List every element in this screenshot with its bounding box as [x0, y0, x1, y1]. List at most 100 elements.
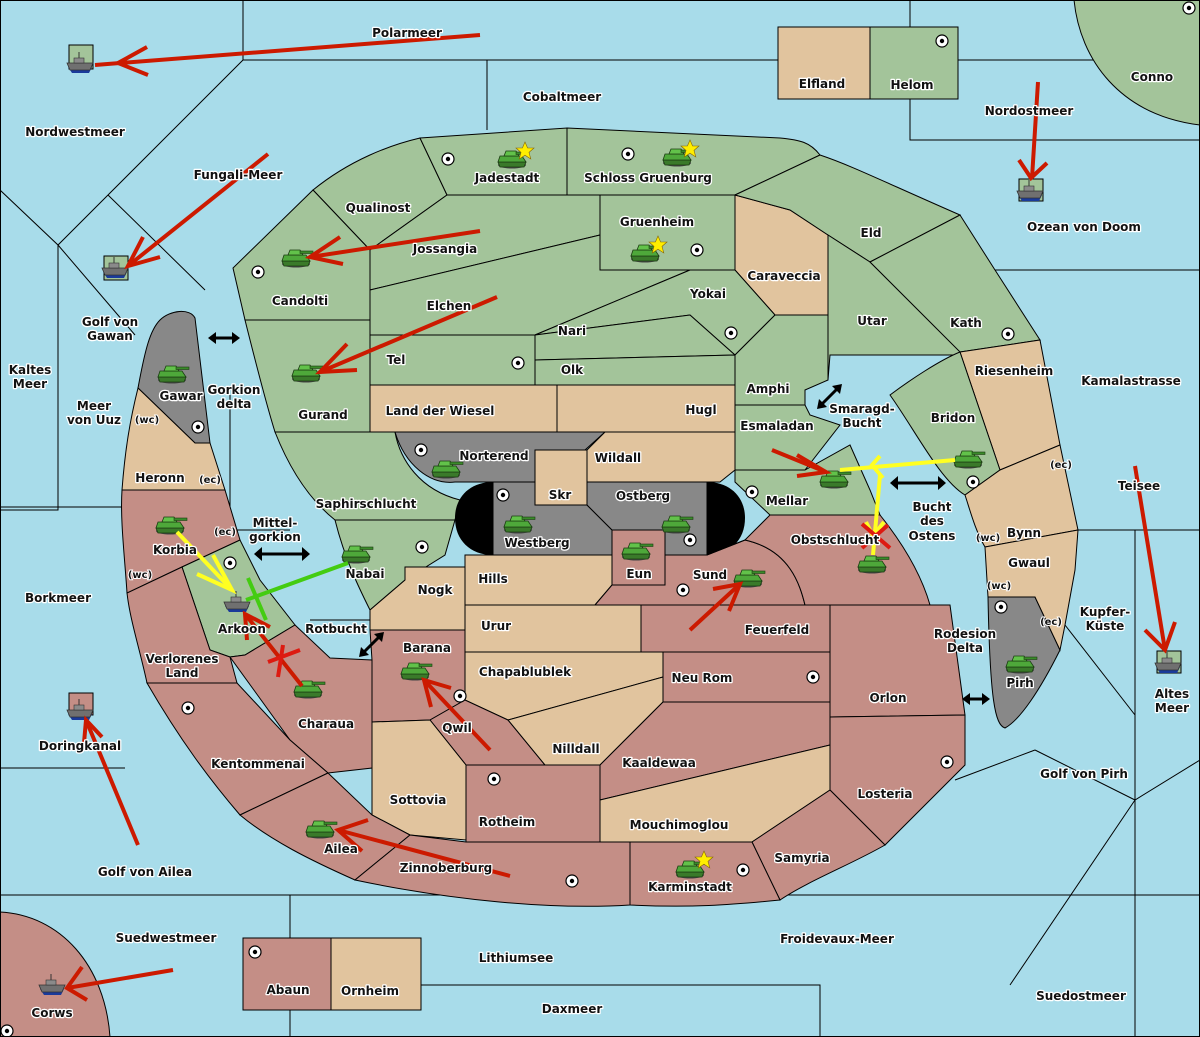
province-label: Nilldall: [552, 742, 599, 756]
units: [38, 44, 1182, 996]
province-label: Elfland: [799, 77, 845, 91]
province-label: Neu Rom: [672, 671, 733, 685]
fleet-unit[interactable]: [1016, 178, 1044, 202]
green-provinces: [232, 127, 1061, 496]
sea-label: des: [920, 514, 944, 528]
double-arrow-icon: [359, 632, 384, 657]
sea-label: Ostens: [909, 529, 956, 543]
coast-label: (wc): [135, 415, 159, 426]
province-label: Esmaladan: [740, 419, 813, 433]
province-label: Losteria: [857, 787, 912, 801]
failed-order-marker: [860, 522, 892, 550]
sea-label: Golf von: [82, 315, 138, 329]
province-label: Zinnoberburg: [400, 861, 492, 875]
sea-label: Gawan: [87, 329, 133, 343]
province-kath[interactable]: [869, 214, 1041, 353]
double-arrow-icon: [817, 384, 842, 409]
province-label: Corws: [31, 1006, 72, 1020]
supply-center-icon: [496, 488, 510, 502]
province-label: Westberg: [504, 536, 569, 550]
supply-center-icon: [191, 420, 205, 434]
province-verlorenes-land[interactable]: [126, 566, 238, 684]
supply-center-icon: [940, 755, 954, 769]
support-arrow: [839, 454, 956, 480]
province-karminstadt[interactable]: [629, 841, 781, 907]
province-label: Kath: [950, 316, 982, 330]
province-label: Gawar: [159, 389, 202, 403]
move-arrow: [1017, 81, 1049, 182]
sea-label: Kupfer-: [1080, 605, 1130, 619]
province-label: Land: [166, 666, 199, 680]
province-elfland[interactable]: [777, 26, 871, 100]
province-label: Nabai: [346, 567, 385, 581]
sea-label: Delta: [947, 641, 983, 655]
fleet-unit[interactable]: [66, 692, 94, 721]
province-label: Verlorenes: [146, 652, 219, 666]
province-heronn[interactable]: [121, 387, 226, 491]
coast-label: (wc): [128, 570, 152, 581]
supply-center-icon: [565, 874, 579, 888]
supply-center-icon: [487, 772, 501, 786]
province-label: Kentommenai: [211, 757, 305, 771]
province-label: Rotheim: [479, 815, 536, 829]
province-label: Obstschlucht: [791, 533, 880, 547]
sea-label: Nordostmeer: [985, 104, 1074, 118]
sea-label: Fungali-Meer: [194, 168, 283, 182]
province-ornheim[interactable]: [330, 937, 422, 1011]
supply-center-icon: [0, 1024, 14, 1037]
support-arrow: [175, 530, 237, 595]
province-label: Samyria: [774, 851, 829, 865]
sea-label: Kaltes: [9, 363, 52, 377]
province-label: Chapablublek: [479, 665, 572, 679]
order-arrows: [64, 33, 1177, 1002]
move-arrow: [94, 33, 481, 77]
province-skr[interactable]: [534, 449, 588, 506]
sea-label: Golf von Pirh: [1040, 767, 1128, 781]
supply-center-icon: [223, 556, 237, 570]
supply-center-icon: [415, 540, 429, 554]
coast-label: (ec): [1040, 617, 1062, 628]
sea-label: Polarmeer: [372, 26, 442, 40]
province-gwaul[interactable]: [984, 529, 1079, 652]
sea-label: Golf von Ailea: [98, 865, 192, 879]
province-rotheim[interactable]: [465, 764, 601, 843]
sea-label: Meer: [1155, 701, 1189, 715]
province-samyria[interactable]: [751, 789, 886, 901]
supply-center-icon: [181, 701, 195, 715]
province-corws[interactable]: [0, 911, 111, 1037]
province-label: Helom: [890, 78, 933, 92]
province-conno[interactable]: [1073, 0, 1200, 126]
supply-center-icon: [621, 147, 635, 161]
move-arrow: [1133, 465, 1177, 654]
fleet-unit[interactable]: [101, 255, 129, 281]
province-label: Urur: [481, 619, 511, 633]
province-label: Karminstadt: [648, 880, 732, 894]
move-arrow: [304, 229, 481, 266]
province-bynn[interactable]: [964, 444, 1079, 548]
supply-center-icon: [251, 265, 265, 279]
province-label: Schloss Gruenburg: [584, 171, 712, 185]
sea-label: gorkion: [249, 530, 301, 544]
supply-center-icon: [676, 583, 690, 597]
sea-label: Küste: [1086, 619, 1125, 633]
supply-center-icon: [806, 670, 820, 684]
province-label: Eld: [861, 226, 882, 240]
sea-label: Altes: [1155, 687, 1189, 701]
province-label: Gurand: [298, 408, 348, 422]
double-arrow-icon: [208, 332, 240, 344]
coast-label: (ec): [1050, 460, 1072, 471]
fleet-unit[interactable]: [1154, 650, 1182, 674]
failed-order-marker: [267, 644, 301, 678]
province-label: Elchen: [427, 299, 472, 313]
supply-center-icon: [1182, 1, 1196, 15]
supply-center-icon: [724, 326, 738, 340]
sea-label: delta: [217, 397, 252, 411]
move-arrow: [242, 610, 304, 688]
province-gruenheim[interactable]: [599, 194, 736, 271]
sea-label: Daxmeer: [542, 1002, 603, 1016]
labels: Polarmeer Cobaltmeer Nordwestmeer Fungal…: [7, 25, 1190, 1022]
move-arrow: [334, 818, 511, 878]
fleet-unit[interactable]: [66, 44, 94, 74]
province-label: Hugl: [685, 403, 716, 417]
province-label: Ornheim: [341, 984, 399, 998]
